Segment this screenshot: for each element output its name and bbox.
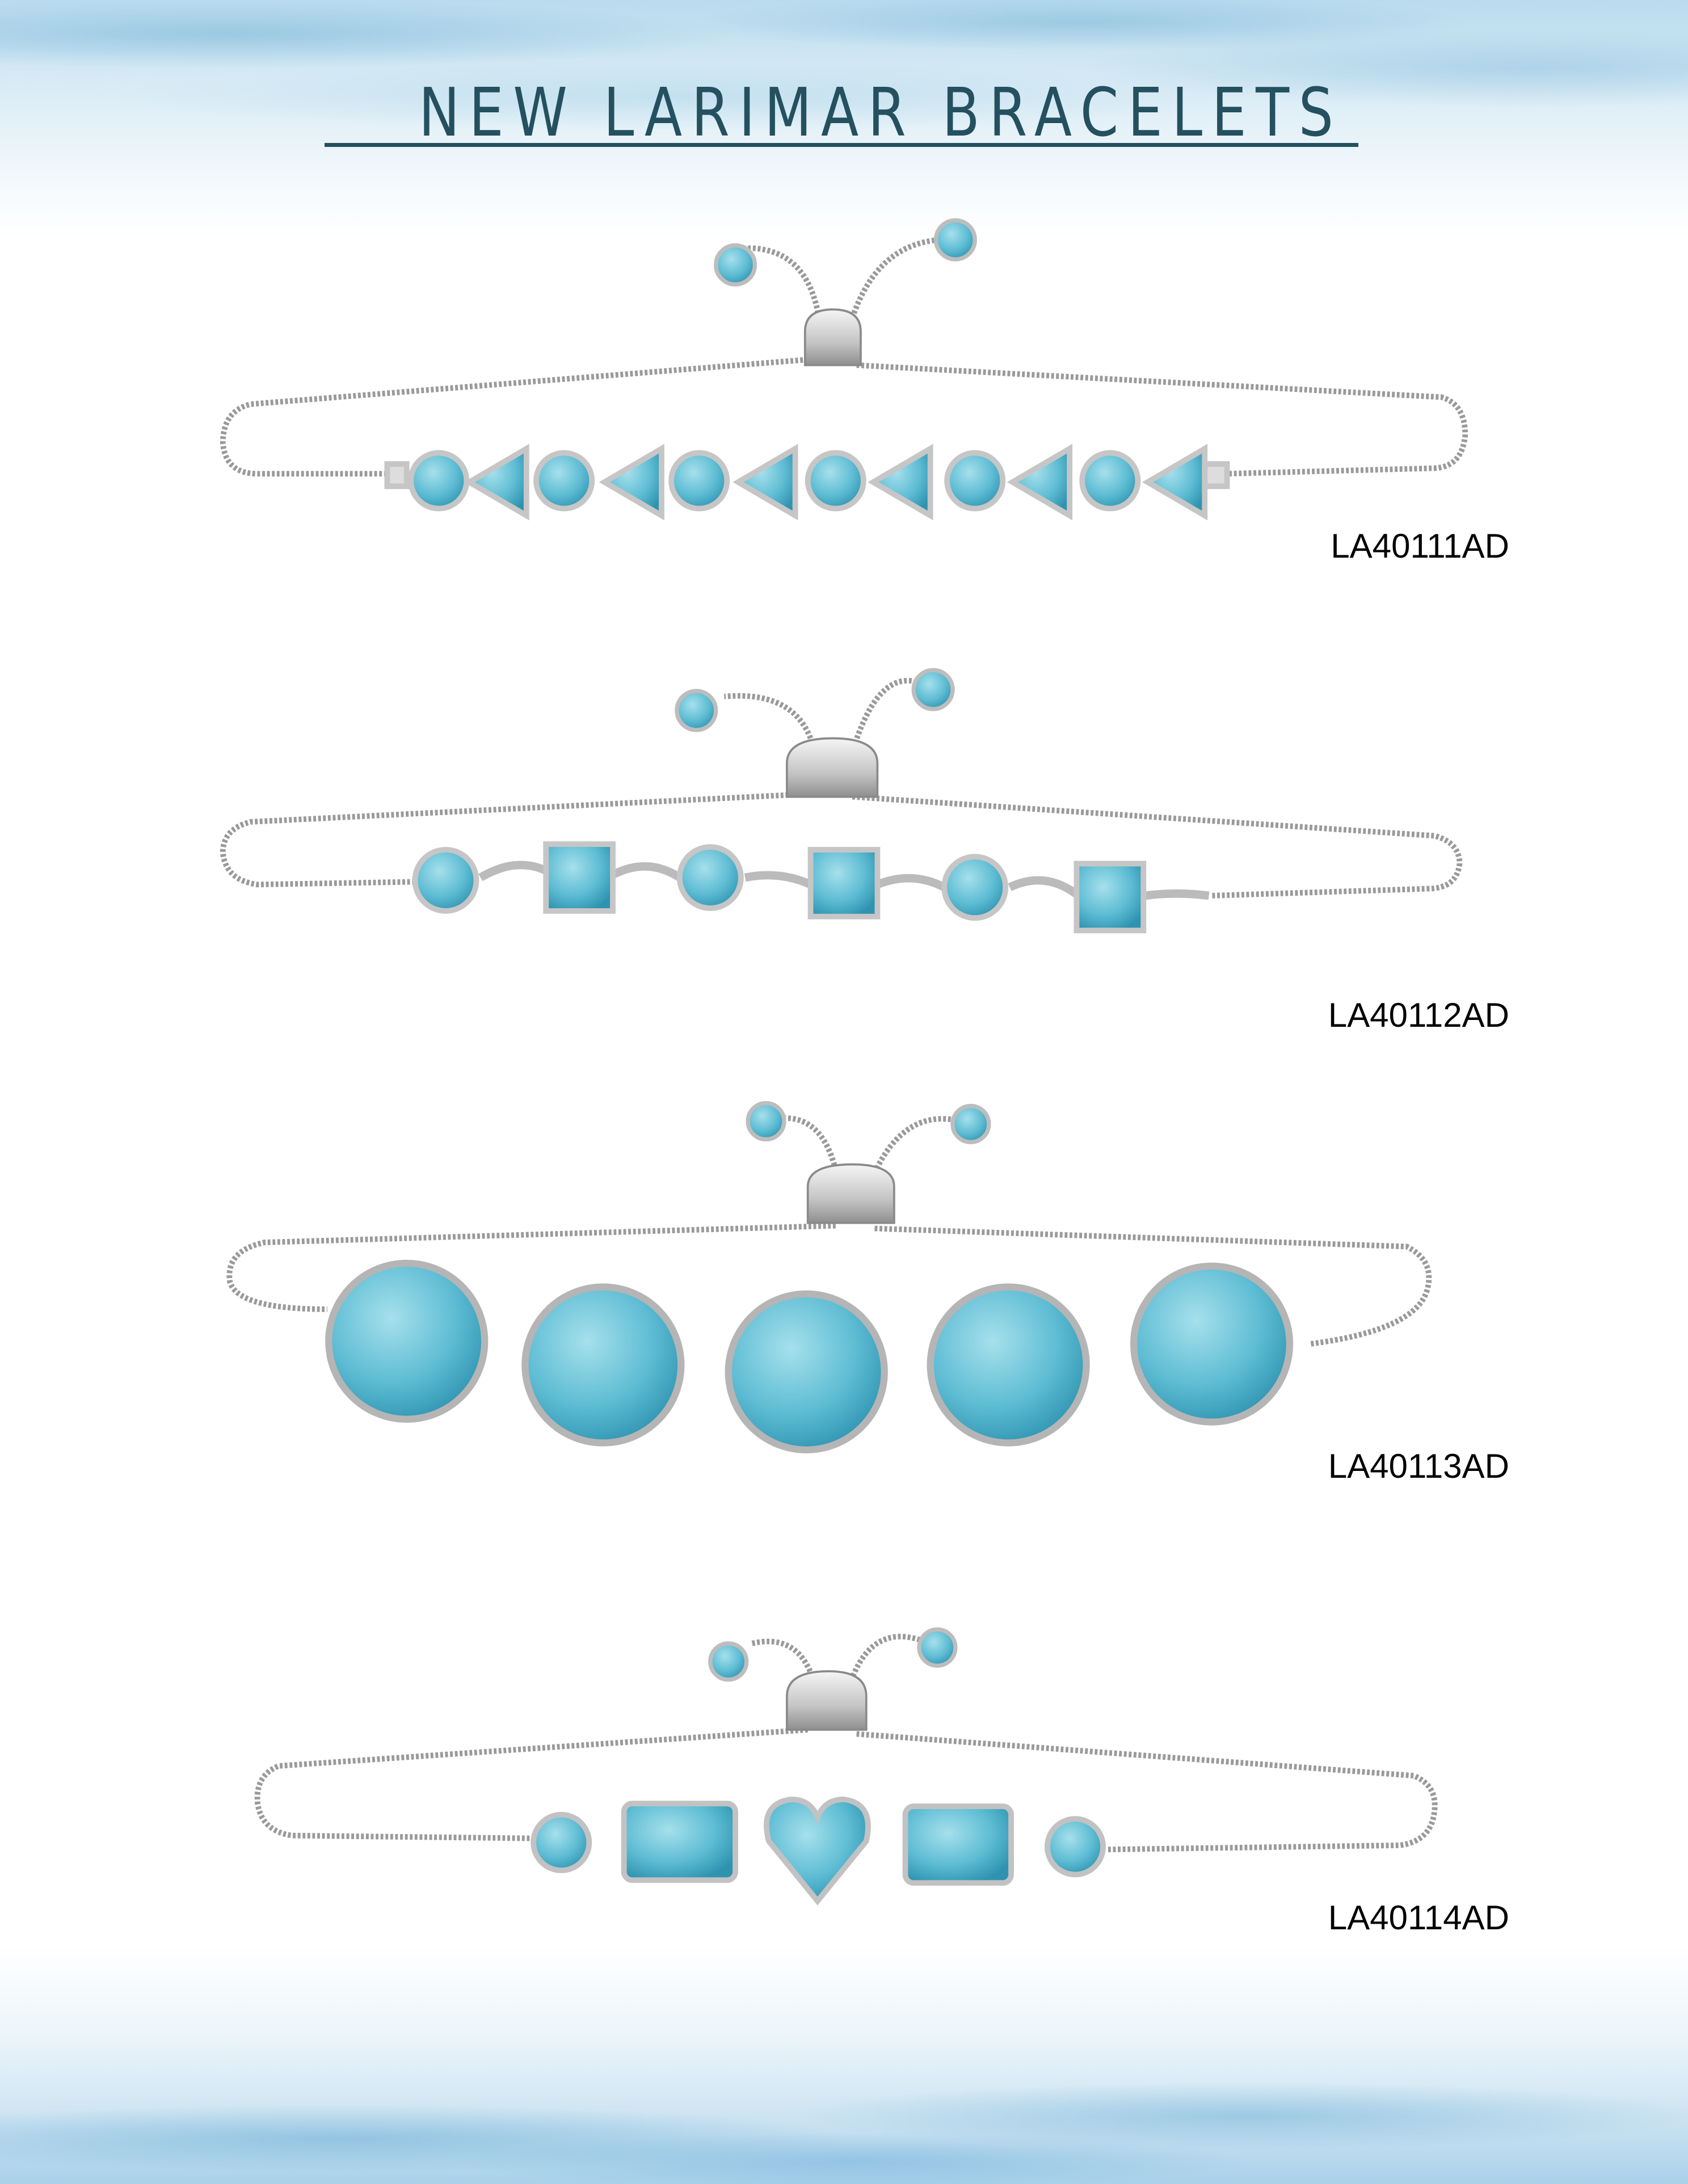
product-code: LA40112AD — [1328, 996, 1509, 1034]
product-code: LA40111AD — [1331, 527, 1509, 565]
bracelet-3-stones — [325, 1259, 1294, 1453]
slider-clasps — [786, 308, 895, 1731]
title-underline — [325, 143, 1358, 147]
bracelet-4-stones — [531, 1797, 1106, 1905]
page-title: NEW LARIMAR BRACELETS — [418, 73, 1343, 151]
bracelet-2-stones — [412, 841, 1210, 934]
water-background-top — [0, 0, 1688, 238]
bracelet-1-stones — [384, 444, 1230, 521]
dangle-beads — [675, 218, 991, 1682]
product-code: LA40114AD — [1328, 1899, 1509, 1937]
product-code: LA40113AD — [1328, 1447, 1509, 1485]
water-background-bottom — [0, 1946, 1688, 2184]
